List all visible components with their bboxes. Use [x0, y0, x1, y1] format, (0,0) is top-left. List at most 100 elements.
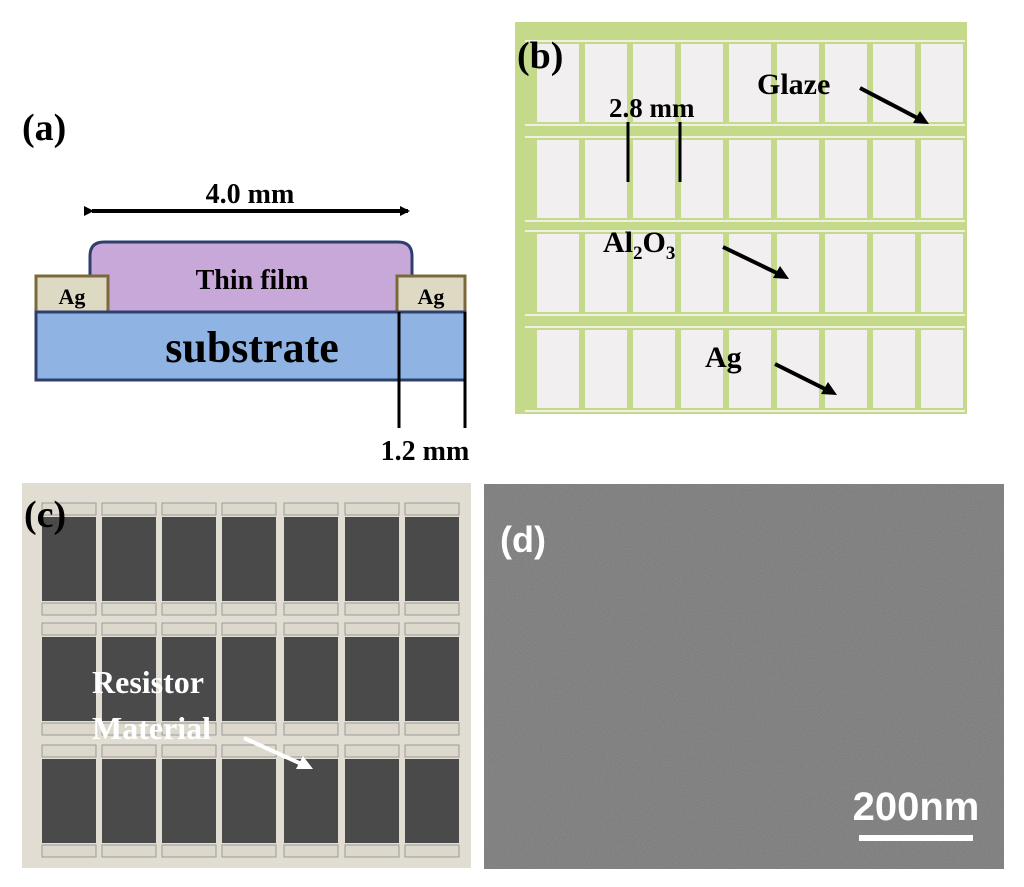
resistor-film: [405, 759, 459, 843]
panel-d-label: (d): [500, 519, 546, 560]
silver-pad: [101, 722, 157, 736]
alumina-cell: [681, 234, 723, 312]
silver-pad: [283, 722, 339, 736]
silver-line: [525, 314, 965, 316]
alumina-cell: [921, 234, 963, 312]
scale-bar-label: 200nm: [853, 785, 980, 829]
silver-pad: [161, 844, 217, 858]
resistor-film: [102, 517, 156, 601]
silver-arrow: [774, 362, 832, 394]
electrode-dimension-label: 1.2 mm: [381, 436, 470, 467]
resistor-film: [284, 517, 338, 601]
silver-line: [525, 40, 965, 42]
alumina-label: Al2O3: [603, 226, 675, 264]
resistor-film: [345, 759, 399, 843]
silver-pad: [161, 622, 217, 636]
silver-pad: [41, 744, 97, 758]
silver-pad: [344, 502, 400, 516]
resistor-film: [42, 517, 96, 601]
silver-pad: [161, 502, 217, 516]
alumina-cell: [777, 140, 819, 218]
alumina-cell: [873, 330, 915, 408]
silver-pad: [404, 622, 460, 636]
silver-pad: [221, 722, 277, 736]
alumina-cell: [921, 140, 963, 218]
silver-pad: [41, 844, 97, 858]
alumina-cell: [585, 140, 627, 218]
panel-a-diagram: (a) 4.0 mm Thin film Ag Ag substrate 1.2…: [22, 107, 470, 467]
resistor-film: [405, 517, 459, 601]
alumina-cell: [825, 44, 867, 122]
alumina-cell: [633, 140, 675, 218]
resistor-film: [222, 637, 276, 721]
material-arrowhead: [296, 756, 313, 769]
resistor-film: [42, 637, 96, 721]
silver-pad: [101, 602, 157, 616]
silver-pad: [221, 622, 277, 636]
panel-b-label: (b): [517, 35, 563, 77]
alumina-cell: [537, 44, 579, 122]
silver-pad: [101, 622, 157, 636]
alumina-cell: [729, 330, 771, 408]
alumina-cell: [633, 330, 675, 408]
right-electrode-label: Ag: [418, 284, 445, 309]
alumina-cell: [825, 234, 867, 312]
resistor-array: [41, 502, 460, 858]
silver-pad: [283, 844, 339, 858]
alumina-arrowhead: [773, 266, 789, 279]
alumina-cell: [633, 234, 675, 312]
silver-pad: [344, 722, 400, 736]
silver-pad: [344, 602, 400, 616]
panel-c-photo: (c) Resistor Material: [22, 483, 471, 868]
alumina-arrow: [722, 245, 784, 278]
silver-pad: [404, 602, 460, 616]
thin-film-layer: [88, 240, 414, 314]
resistor-film: [42, 759, 96, 843]
panel-a-label: (a): [22, 107, 66, 149]
glaze-arrow: [859, 86, 926, 124]
alumina-cell: [681, 330, 723, 408]
left-electrode-label: Ag: [59, 284, 86, 309]
silver-pad: [404, 844, 460, 858]
thin-film-label: Thin film: [196, 265, 309, 296]
alumina-cell: [537, 330, 579, 408]
glaze-arrowhead: [913, 111, 929, 124]
silver-pad: [283, 602, 339, 616]
panel-c-label: (c): [24, 494, 66, 536]
material-label-line1: Resistor: [92, 664, 204, 700]
resistor-film: [222, 517, 276, 601]
silver-line: [525, 136, 965, 138]
alumina-cell: [729, 140, 771, 218]
alumina-cell: [729, 234, 771, 312]
silver-pad: [283, 502, 339, 516]
resistor-film: [345, 517, 399, 601]
silver-pad: [283, 622, 339, 636]
silver-line-rows: [525, 40, 965, 412]
material-label-line2: Material: [92, 710, 211, 746]
resistor-film: [284, 759, 338, 843]
glaze-label: Glaze: [757, 68, 830, 101]
alumina-cell: [585, 330, 627, 408]
resistor-film: [102, 759, 156, 843]
alumina-cell: [873, 140, 915, 218]
silver-pad: [41, 722, 97, 736]
silver-pad: [283, 744, 339, 758]
silver-line: [525, 230, 965, 232]
silver-pad: [101, 744, 157, 758]
resistor-film: [162, 759, 216, 843]
silver-line: [525, 124, 965, 126]
alumina-cell: [921, 44, 963, 122]
alumina-cell: [537, 140, 579, 218]
alumina-cell-grid: [537, 44, 963, 408]
alumina-cell: [537, 234, 579, 312]
sem-surface-texture: [484, 484, 1004, 869]
spacing-dimension-label: 2.8 mm: [609, 93, 695, 123]
silver-pad: [404, 722, 460, 736]
silver-pad: [221, 502, 277, 516]
panel-b-photo: (b) 2.8 mm Glaze Al2O3 Ag: [515, 22, 967, 414]
alumina-cell: [681, 44, 723, 122]
silver-pad: [221, 844, 277, 858]
silver-pad: [101, 502, 157, 516]
alumina-cell: [921, 330, 963, 408]
silver-pad: [41, 602, 97, 616]
